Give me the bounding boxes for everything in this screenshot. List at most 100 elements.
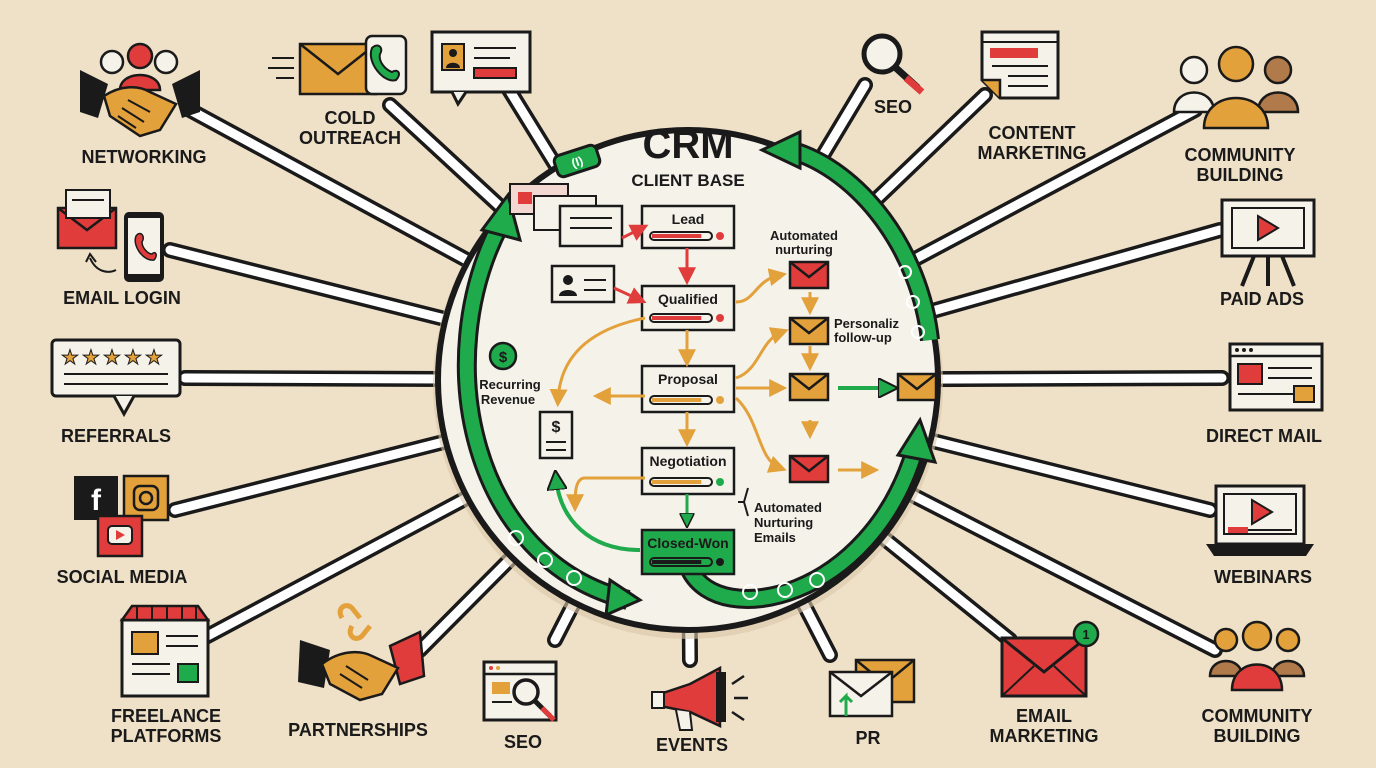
pipeline-arrows [556,224,890,552]
stage-lead: Lead [640,204,736,250]
community-top-icon [1172,45,1300,130]
content-marketing-label-2: MARKETING [978,143,1087,163]
pr-icon [828,658,916,718]
spoke-line-fill [895,105,1200,272]
referrals-label: REFERRALS [61,426,171,446]
direct-mail-icon [1228,342,1324,412]
spoke-line-fill [415,545,524,655]
spoke-line-fill [916,433,1215,515]
personalized-followup-2: follow-up [834,330,892,345]
seo-bottom-label: SEO [504,732,542,752]
email-marketing-label-1: EMAIL [1016,706,1072,726]
cold-outreach-label-2: OUTREACH [299,128,401,148]
automated-nurturing-emails-3: Emails [754,530,796,545]
email-marketing-icon: 1 [1000,620,1100,698]
seo-top-magnifier-icon [861,33,925,95]
webinars-icon [1206,484,1314,556]
green-arrowhead-bottom-right [604,577,644,618]
content-marketing-label-1: CONTENT [989,123,1076,143]
stage-closed-won: Closed-Won [640,528,736,576]
partnerships-icon [298,603,426,702]
content-marketing-icon [980,30,1060,100]
seo-bottom-icon [482,660,558,722]
social-media-icons: f [74,474,170,558]
automated-nurturing-emails-2: Nurturing [754,515,813,530]
spoke-lines [162,67,1230,668]
automated-nurturing-top-1: Automated [770,228,838,243]
green-arrowhead-right-up [895,416,938,464]
envelope-icon [788,454,830,484]
paid-ads-icon [1220,198,1316,287]
cycle-badge-glyph: (I) [570,154,585,171]
direct-mail-label: DIRECT MAIL [1206,426,1322,446]
cycle-badge-top [552,143,602,179]
stage-label: Lead [672,211,705,227]
stage-label: Closed-Won [647,535,728,551]
freelance-platforms-label-1: FREELANCE [111,706,221,726]
facebook-glyph: f [91,484,102,517]
stage-label: Qualified [658,291,718,307]
notification-count: 1 [1082,627,1089,642]
email-login-label: EMAIL LOGIN [63,288,181,308]
spoke-line-fill [195,488,481,645]
automated-nurturing-top-2: nurturing [775,242,833,257]
spoke-line-fill [856,90,990,219]
community-bottom-label-1: COMMUNITY [1202,706,1313,726]
cold-outreach-label-1: COLD [325,108,376,128]
community-bottom-label-2: BUILDING [1214,726,1301,746]
pr-label: PR [855,728,880,748]
spoke-line-fill [897,484,1220,655]
invoice-icon: $ [538,410,574,460]
email-login-icon [56,189,164,282]
stage-proposal: Proposal [640,364,736,414]
contact-card-icon [550,264,616,304]
star-icon: ★ [124,347,142,369]
recurring-revenue-label-2: Revenue [481,392,535,407]
recurring-revenue-icon: $ [488,341,518,371]
spoke-line-fill [870,526,1015,645]
profile-card-icon [430,30,532,107]
social-media-label: SOCIAL MEDIA [57,567,188,587]
referrals-icon: ★★★★★ [50,338,182,418]
star-icon: ★ [61,347,79,369]
freelance-platforms-label-2: PLATFORMS [111,726,222,746]
personalized-followup-1: Personaliz [834,316,900,331]
invoice-dollar-glyph: $ [552,419,561,436]
envelope-icon [788,260,830,290]
freelance-platforms-icon [119,604,211,698]
dollar-glyph: $ [499,349,508,366]
stage-negotiation: Negotiation [640,446,736,496]
envelope-icon [896,372,938,402]
nurture-bracket [738,487,749,517]
cold-outreach-icon [268,34,408,96]
envelope-icon [788,372,830,402]
partnerships-label: PARTNERSHIPS [288,720,428,740]
spoke-line-fill [165,245,460,327]
crm-title: CRM [642,123,733,167]
pipeline-stages: LeadQualifiedProposalNegotiationClosed-W… [640,204,736,576]
events-megaphone-icon [651,665,748,731]
automated-nurturing-emails-1: Automated [754,500,822,515]
crm-subtitle: CLIENT BASE [631,171,744,190]
star-icon: ★ [82,347,100,369]
cycle-dots-left [508,265,925,600]
events-label: EVENTS [656,735,728,755]
stage-qualified: Qualified [640,284,736,332]
envelope-icon [788,316,830,346]
lead-documents-icon [509,183,624,248]
spoke-line-fill [180,373,453,384]
community-top-label-2: BUILDING [1197,165,1284,185]
networking-icon [80,42,200,138]
webinars-label: WEBINARS [1214,567,1312,587]
community-bottom-icon [1208,620,1306,692]
community-top-label-1: COMMUNITY [1185,145,1296,165]
seo-top-label: SEO [874,97,912,117]
spoke-line-fill [923,373,1227,384]
green-cycle-arrows: (I) [456,129,940,618]
spoke-line-fill [185,105,482,271]
nurture-envelopes [788,260,938,484]
notification-badge [1072,620,1100,648]
spoke-line-fill [385,100,517,222]
star-icon: ★ [103,347,121,369]
